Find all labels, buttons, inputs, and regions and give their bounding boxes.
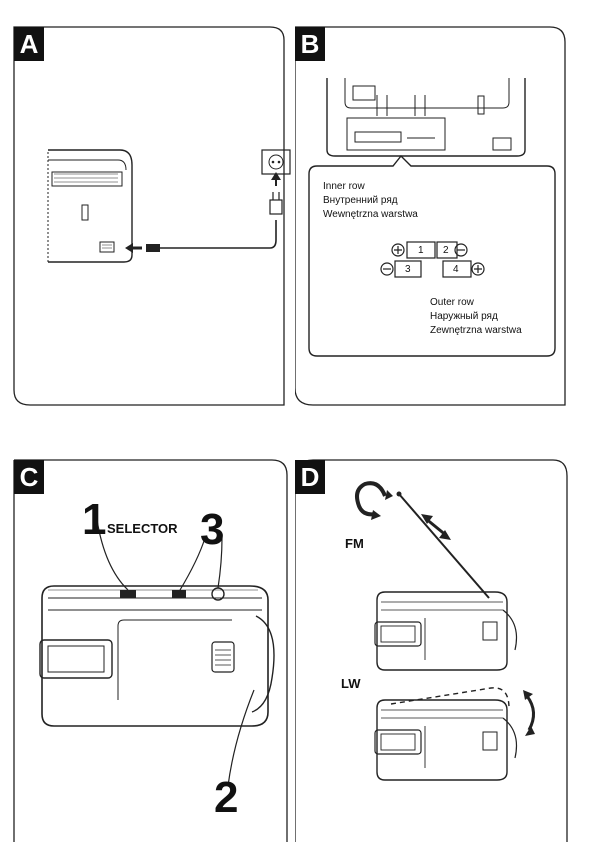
battery-cell-4: 4 bbox=[453, 264, 459, 275]
fm-label: FM bbox=[345, 536, 364, 551]
panel-d-illustration bbox=[295, 459, 568, 842]
panel-a: A bbox=[0, 0, 295, 415]
callout-1: 1 bbox=[82, 495, 107, 544]
panel-c-illustration bbox=[13, 459, 288, 842]
panel-a-badge: A bbox=[14, 27, 44, 61]
panel-b-illustration bbox=[295, 26, 566, 406]
lw-label: LW bbox=[341, 676, 361, 691]
selector-label: SELECTOR bbox=[107, 521, 178, 536]
panel-b-badge: B bbox=[295, 27, 325, 61]
battery-cell-1: 1 bbox=[418, 245, 424, 256]
inner-row-en: Inner row bbox=[323, 181, 365, 192]
inner-row-pl: Wewnętrzna warstwa bbox=[323, 209, 418, 220]
outer-row-en: Outer row bbox=[430, 297, 474, 308]
battery-cell-3: 3 bbox=[405, 264, 411, 275]
panel-c: C 1 SELECTOR 3 2 bbox=[0, 450, 295, 842]
panel-d: D FM LW bbox=[295, 450, 595, 842]
panel-c-badge: C bbox=[14, 460, 44, 494]
outer-row-ru: Наружный ряд bbox=[430, 311, 498, 322]
panel-b: B Inner row Внутренний ряд Wewnętrzna wa… bbox=[295, 0, 595, 415]
inner-row-ru: Внутренний ряд bbox=[323, 195, 398, 206]
panel-d-badge: D bbox=[295, 460, 325, 494]
outer-row-pl: Zewnętrzna warstwa bbox=[430, 325, 522, 336]
panel-a-illustration bbox=[13, 26, 291, 406]
battery-cell-2: 2 bbox=[443, 245, 449, 256]
callout-3: 3 bbox=[200, 505, 225, 554]
callout-2: 2 bbox=[214, 773, 239, 822]
